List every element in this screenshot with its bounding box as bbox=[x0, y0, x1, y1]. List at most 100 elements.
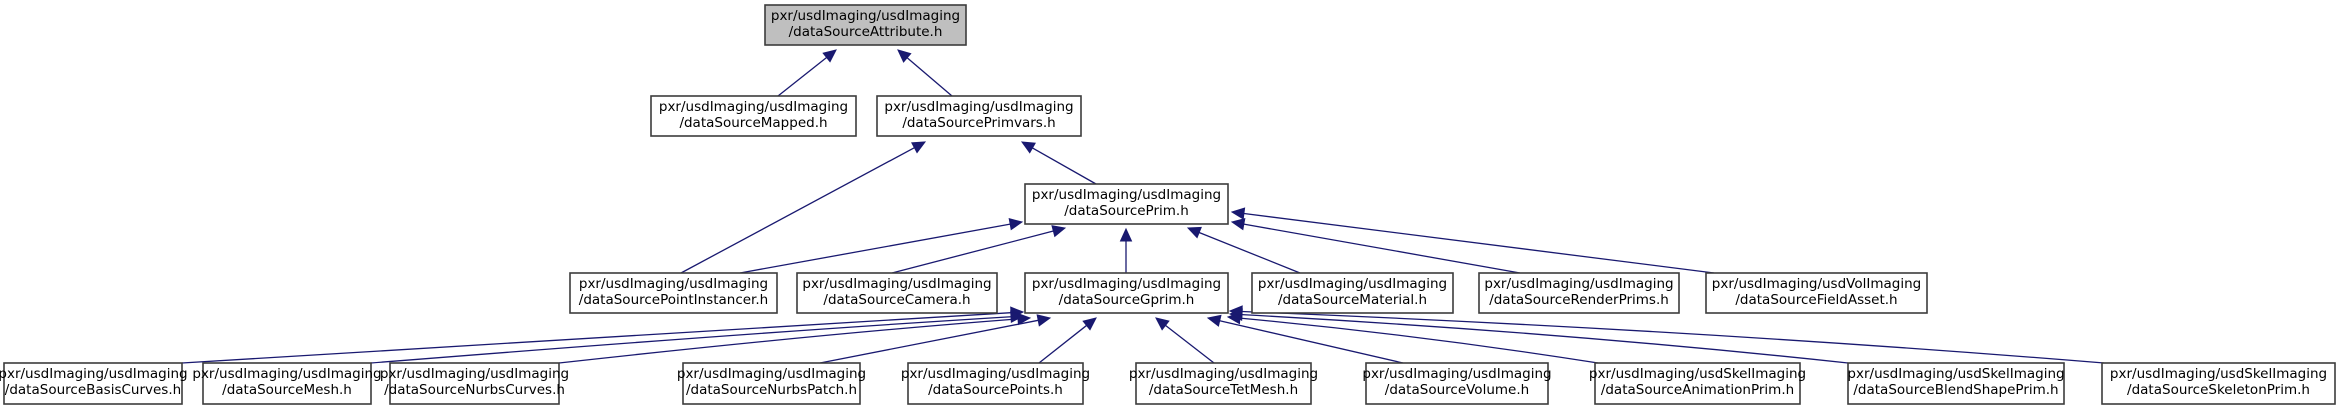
node-path-label: pxr/usdImaging/usdImaging bbox=[579, 276, 768, 292]
node-prim[interactable]: pxr/usdImaging/usdImaging/dataSourcePrim… bbox=[1024, 183, 1229, 225]
edge-volume-to-gprim bbox=[1206, 314, 1404, 364]
node-material[interactable]: pxr/usdImaging/usdImaging/dataSourceMate… bbox=[1251, 272, 1454, 314]
arrowhead-icon bbox=[1155, 317, 1170, 331]
arrowhead-icon bbox=[1119, 227, 1133, 242]
arrowhead-icon bbox=[1228, 305, 1243, 318]
node-path-label: pxr/usdImaging/usdImaging bbox=[1032, 276, 1221, 292]
edge-nurbspatch-to-gprim bbox=[819, 314, 1052, 364]
node-file-label: /dataSourceGprim.h bbox=[1059, 292, 1195, 308]
edge-line bbox=[1241, 314, 1849, 364]
node-file-label: /dataSourceNurbsCurves.h bbox=[384, 382, 565, 398]
node-path-label: pxr/usdImaging/usdSkelImaging bbox=[1589, 366, 1806, 382]
node-file-label: /dataSourcePoints.h bbox=[928, 382, 1063, 398]
node-box[interactable] bbox=[1135, 362, 1312, 405]
edge-renderprims-to-prim bbox=[1230, 217, 1521, 274]
node-file-label: /dataSourcePrimvars.h bbox=[902, 115, 1055, 131]
node-box[interactable] bbox=[907, 362, 1084, 405]
edge-line bbox=[739, 223, 1011, 274]
node-box[interactable] bbox=[3, 362, 183, 405]
node-file-label: /dataSourceAnimationPrim.h bbox=[1601, 382, 1794, 398]
edge-line bbox=[370, 316, 1012, 364]
node-animationprim[interactable]: pxr/usdImaging/usdSkelImaging/dataSource… bbox=[1589, 362, 1806, 405]
edge-line bbox=[1165, 324, 1215, 364]
node-box[interactable] bbox=[764, 4, 967, 46]
node-file-label: /dataSourceBasisCurves.h bbox=[5, 382, 181, 398]
node-box[interactable] bbox=[389, 362, 560, 405]
node-box[interactable] bbox=[202, 362, 372, 405]
arrowhead-icon bbox=[1186, 226, 1202, 239]
node-skeletonprim[interactable]: pxr/usdImaging/usdSkelImaging/dataSource… bbox=[2101, 362, 2336, 405]
node-path-label: pxr/usdImaging/usdImaging bbox=[1032, 187, 1221, 203]
node-file-label: /dataSourceMaterial.h bbox=[1278, 292, 1427, 308]
node-tetmesh[interactable]: pxr/usdImaging/usdImaging/dataSourceTetM… bbox=[1129, 362, 1318, 405]
node-box[interactable] bbox=[569, 272, 778, 314]
node-gprim[interactable]: pxr/usdImaging/usdImaging/dataSourceGpri… bbox=[1024, 272, 1229, 314]
arrowhead-icon bbox=[1051, 225, 1067, 238]
node-points[interactable]: pxr/usdImaging/usdImaging/dataSourcePoin… bbox=[901, 362, 1090, 405]
node-box[interactable] bbox=[1594, 362, 1801, 405]
edge-line bbox=[1241, 310, 2105, 364]
node-path-label: pxr/usdImaging/usdImaging bbox=[380, 366, 569, 382]
node-renderprims[interactable]: pxr/usdImaging/usdImaging/dataSourceRend… bbox=[1478, 272, 1680, 314]
node-box[interactable] bbox=[796, 272, 998, 314]
node-mesh[interactable]: pxr/usdImaging/usdImaging/dataSourceMesh… bbox=[192, 362, 382, 405]
arrowhead-icon bbox=[1017, 312, 1032, 326]
node-path-label: pxr/usdImaging/usdImaging bbox=[1362, 366, 1551, 382]
edge-line bbox=[1198, 231, 1301, 274]
node-path-label: pxr/usdImaging/usdSkelImaging bbox=[1847, 366, 2064, 382]
node-volume[interactable]: pxr/usdImaging/usdImaging/dataSourceVolu… bbox=[1362, 362, 1552, 405]
edge-mesh-to-gprim bbox=[370, 310, 1025, 364]
node-path-label: pxr/usdImaging/usdImaging bbox=[659, 99, 848, 115]
arrowhead-icon bbox=[1036, 314, 1052, 327]
edge-blendshapeprim-to-gprim bbox=[1228, 308, 1849, 364]
arrowhead-icon bbox=[822, 49, 837, 63]
arrowhead-icon bbox=[1230, 207, 1246, 220]
node-basiscurves[interactable]: pxr/usdImaging/usdImaging/dataSourceBasi… bbox=[0, 362, 188, 405]
edge-primvars-to-attribute bbox=[897, 49, 953, 97]
edge-fieldasset-to-prim bbox=[1230, 207, 1715, 274]
node-box[interactable] bbox=[650, 95, 857, 137]
edge-nurbscurves-to-gprim bbox=[558, 312, 1032, 364]
edge-prim-to-primvars bbox=[1020, 141, 1097, 185]
edge-line bbox=[1219, 320, 1404, 364]
arrowhead-icon bbox=[1020, 141, 1036, 154]
node-box[interactable] bbox=[1251, 272, 1454, 314]
node-box[interactable] bbox=[1365, 362, 1549, 405]
node-file-label: /dataSourceBlendShapePrim.h bbox=[1853, 382, 2058, 398]
edge-basiscurves-to-gprim bbox=[181, 306, 1025, 364]
node-path-label: pxr/usdImaging/usdImaging bbox=[677, 366, 866, 382]
edge-line bbox=[1243, 212, 1715, 274]
edges-layer bbox=[181, 49, 2105, 364]
node-nurbspatch[interactable]: pxr/usdImaging/usdImaging/dataSourceNurb… bbox=[677, 362, 866, 405]
node-box[interactable] bbox=[876, 95, 1082, 137]
node-file-label: /dataSourceCamera.h bbox=[823, 292, 970, 308]
node-file-label: /dataSourceSkeletonPrim.h bbox=[2127, 382, 2310, 398]
node-box[interactable] bbox=[1847, 362, 2065, 405]
node-attribute[interactable]: pxr/usdImaging/usdImaging/dataSourceAttr… bbox=[764, 4, 967, 46]
node-box[interactable] bbox=[1478, 272, 1680, 314]
edge-camera-to-prim bbox=[891, 225, 1067, 274]
node-box[interactable] bbox=[1024, 183, 1229, 225]
node-path-label: pxr/usdImaging/usdImaging bbox=[0, 366, 188, 382]
node-camera[interactable]: pxr/usdImaging/usdImaging/dataSourceCame… bbox=[796, 272, 998, 314]
node-primvars[interactable]: pxr/usdImaging/usdImaging/dataSourcePrim… bbox=[876, 95, 1082, 137]
node-box[interactable] bbox=[1705, 272, 1928, 314]
arrowhead-icon bbox=[1230, 217, 1246, 231]
node-path-label: pxr/usdImaging/usdImaging bbox=[771, 8, 960, 24]
edge-points-to-gprim bbox=[1038, 317, 1097, 364]
node-nurbscurves[interactable]: pxr/usdImaging/usdImaging/dataSourceNurb… bbox=[380, 362, 569, 405]
node-file-label: /dataSourceMesh.h bbox=[222, 382, 352, 398]
node-box[interactable] bbox=[1024, 272, 1229, 314]
node-file-label: /dataSourceRenderPrims.h bbox=[1489, 292, 1669, 308]
edge-line bbox=[680, 147, 915, 274]
node-box[interactable] bbox=[682, 362, 861, 405]
arrowhead-icon bbox=[911, 141, 927, 154]
node-fieldasset[interactable]: pxr/usdImaging/usdVolImaging/dataSourceF… bbox=[1705, 272, 1928, 314]
edge-line bbox=[891, 230, 1054, 274]
node-box[interactable] bbox=[2101, 362, 2336, 405]
node-path-label: pxr/usdImaging/usdImaging bbox=[1484, 276, 1673, 292]
node-blendshapeprim[interactable]: pxr/usdImaging/usdSkelImaging/dataSource… bbox=[1847, 362, 2065, 405]
edge-animationprim-to-gprim bbox=[1226, 311, 1599, 364]
node-pointinstancer[interactable]: pxr/usdImaging/usdImaging/dataSourcePoin… bbox=[569, 272, 778, 314]
node-mapped[interactable]: pxr/usdImaging/usdImaging/dataSourceMapp… bbox=[650, 95, 857, 137]
